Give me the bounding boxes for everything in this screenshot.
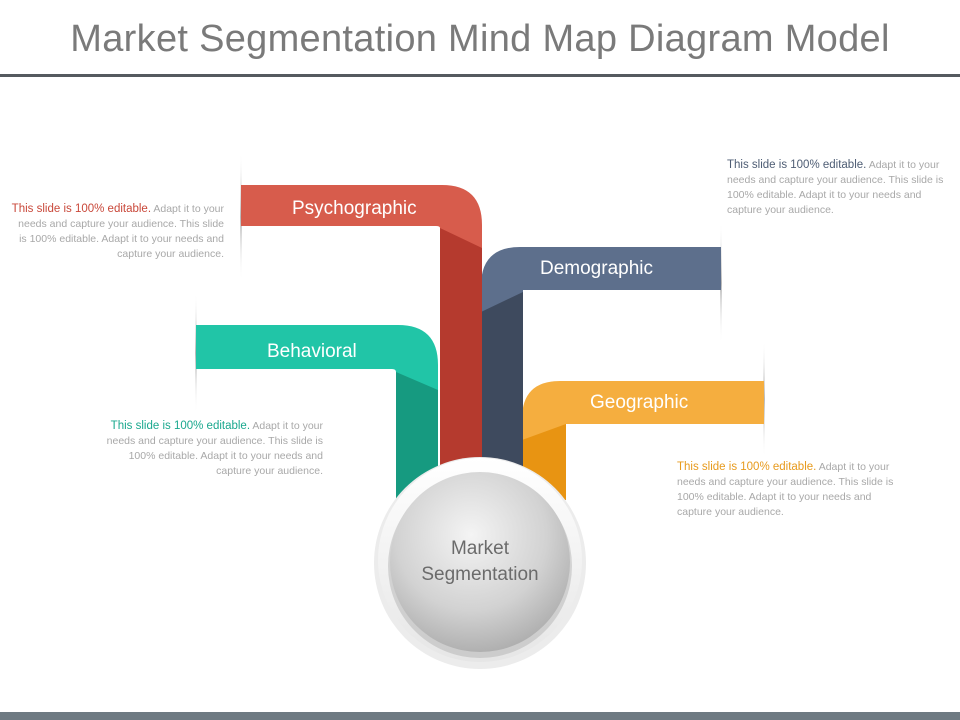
note-behavioral-body: Adapt it to your needs and capture your … (106, 420, 323, 477)
segment-label-behavioral: Behavioral (267, 341, 357, 362)
note-psychographic-lead: This slide is 100% editable. (11, 203, 152, 215)
behavioral-ribbon (196, 325, 438, 500)
center-label: Market Segmentation (400, 536, 560, 588)
note-behavioral: This slide is 100% editable. Adapt it to… (92, 419, 323, 479)
center-label-line1: Market (450, 538, 510, 559)
note-psychographic: This slide is 100% editable. Adapt it to… (10, 202, 224, 262)
note-geographic-lead: This slide is 100% editable. (677, 461, 817, 473)
center-label-line2: Segmentation (421, 564, 539, 585)
note-geographic-body: Adapt it to your needs and capture your … (677, 461, 894, 518)
note-demographic-lead: This slide is 100% editable. (727, 159, 867, 171)
note-behavioral-lead: This slide is 100% editable. (110, 420, 251, 432)
slide-title: Market Segmentation Mind Map Diagram Mod… (70, 18, 890, 60)
footer-bar (0, 712, 960, 720)
note-psychographic-body: Adapt it to your needs and capture your … (18, 203, 224, 260)
note-demographic-body: Adapt it to your needs and capture your … (727, 159, 944, 216)
segment-label-psychographic: Psychographic (292, 198, 417, 219)
center-hub (374, 457, 586, 669)
psychographic-ribbon (241, 185, 482, 470)
demographic-ribbon (481, 247, 721, 470)
segment-label-demographic: Demographic (540, 258, 653, 279)
note-geographic: This slide is 100% editable. Adapt it to… (677, 460, 909, 520)
note-demographic: This slide is 100% editable. Adapt it to… (727, 158, 955, 218)
title-divider (0, 74, 960, 77)
segment-label-geographic: Geographic (590, 392, 689, 413)
